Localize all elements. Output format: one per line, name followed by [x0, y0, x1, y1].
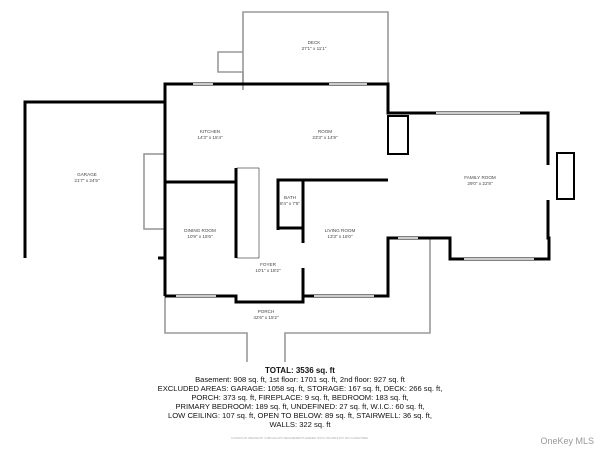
summary-line: PRIMARY BEDROOM: 189 sq. ft, UNDEFINED: …: [175, 402, 425, 411]
stairs: [236, 167, 260, 259]
area-summary: TOTAL: 3536 sq. ft Basement: 908 sq. ft,…: [0, 366, 600, 429]
garage-stairs: [143, 153, 166, 230]
room-family-dims: 29'0" x 22'8": [467, 181, 493, 186]
windows: [176, 83, 534, 297]
fireplace: [556, 152, 575, 200]
fireplaces: [387, 115, 575, 200]
watermark: OneKey MLS: [540, 436, 594, 446]
outdoor-outlines: [143, 11, 431, 362]
disclaimer: FLOOR PLAN CREATED BY CUBICASA APP. MEAS…: [231, 437, 369, 440]
porch-outline: [164, 296, 248, 362]
room-garage-name: GARAGE: [77, 172, 97, 177]
summary-line: WALLS: 322 sq. ft: [269, 420, 331, 429]
room-kitchen-dims: 14'3" x 15'4": [197, 135, 223, 140]
deck-outline: [242, 11, 389, 84]
room-room-dims: 23'3" x 14'9": [312, 135, 338, 140]
room-dining-dims: 10'9" x 15'6": [187, 234, 213, 239]
room-kitchen-name: KITCHEN: [200, 129, 220, 134]
garage-wall: [23, 100, 165, 258]
room-dining-name: DINING ROOM: [184, 228, 216, 233]
main-wall: [163, 82, 550, 296]
room-porch-dims: 42'6" x 15'2": [253, 315, 279, 320]
bath-wall: [276, 178, 388, 230]
room-foyer-dims: 10'1" x 18'2": [255, 268, 281, 273]
family-wall: [303, 200, 551, 298]
porch-outline-right: [284, 238, 431, 362]
room-garage-dims: 21'7" x 24'5": [74, 178, 100, 183]
room-room-name: ROOM: [318, 129, 332, 134]
room-bath-name: BATH: [284, 195, 296, 200]
room-living-dims: 13'3" x 16'0": [327, 234, 353, 239]
summary-line: LOW CEILING: 107 sq. ft, OPEN TO BELOW: …: [168, 411, 432, 420]
summary-line: Basement: 908 sq. ft, 1st floor: 1701 sq…: [195, 375, 405, 384]
room-family-name: FAMILY ROOM: [464, 175, 496, 180]
summary-line: PORCH: 373 sq. ft, FIREPLACE: 9 sq. ft, …: [191, 393, 409, 402]
room-foyer-name: FOYER: [260, 262, 277, 267]
room-deck-dims: 27'1" x 11'1": [302, 46, 327, 51]
summary-line: EXCLUDED AREAS: GARAGE: 1058 sq. ft, STO…: [157, 384, 443, 393]
room-porch-name: PORCH: [258, 309, 275, 314]
fireplace: [387, 115, 409, 155]
walls: [23, 82, 551, 304]
deck-notch: [217, 51, 244, 90]
room-bath-dims: 8'4" x 7'5": [280, 201, 300, 206]
total-area: TOTAL: 3536 sq. ft: [265, 366, 335, 375]
room-deck-name: DECK: [308, 40, 322, 45]
room-living-name: LIVING ROOM: [325, 228, 356, 233]
